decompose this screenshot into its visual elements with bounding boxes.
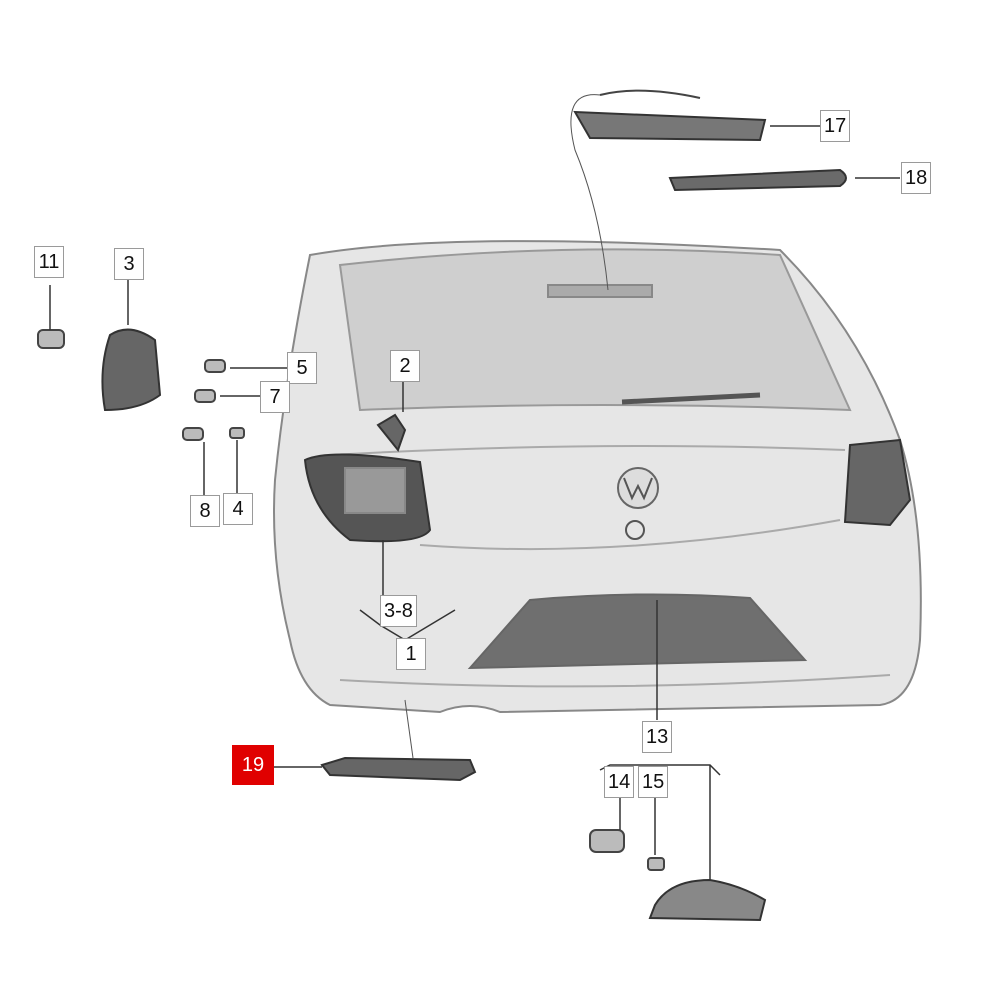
- callout-2[interactable]: 2: [390, 350, 420, 382]
- callout-18[interactable]: 18: [901, 162, 932, 194]
- callout-8[interactable]: 8: [190, 495, 220, 527]
- callout-3-8[interactable]: 3-8: [380, 595, 417, 627]
- callout-17[interactable]: 17: [820, 110, 851, 142]
- callout-4[interactable]: 4: [223, 493, 253, 525]
- callout-5[interactable]: 5: [287, 352, 317, 384]
- callout-14[interactable]: 14: [604, 766, 635, 798]
- callout-7[interactable]: 7: [260, 381, 290, 413]
- callout-11[interactable]: 11: [34, 246, 64, 278]
- callout-1[interactable]: 1: [396, 638, 426, 670]
- callout-13[interactable]: 13: [642, 721, 673, 753]
- callout-3[interactable]: 3: [114, 248, 144, 280]
- callout-15[interactable]: 15: [638, 766, 669, 798]
- callout-19-highlighted[interactable]: 19: [232, 745, 274, 785]
